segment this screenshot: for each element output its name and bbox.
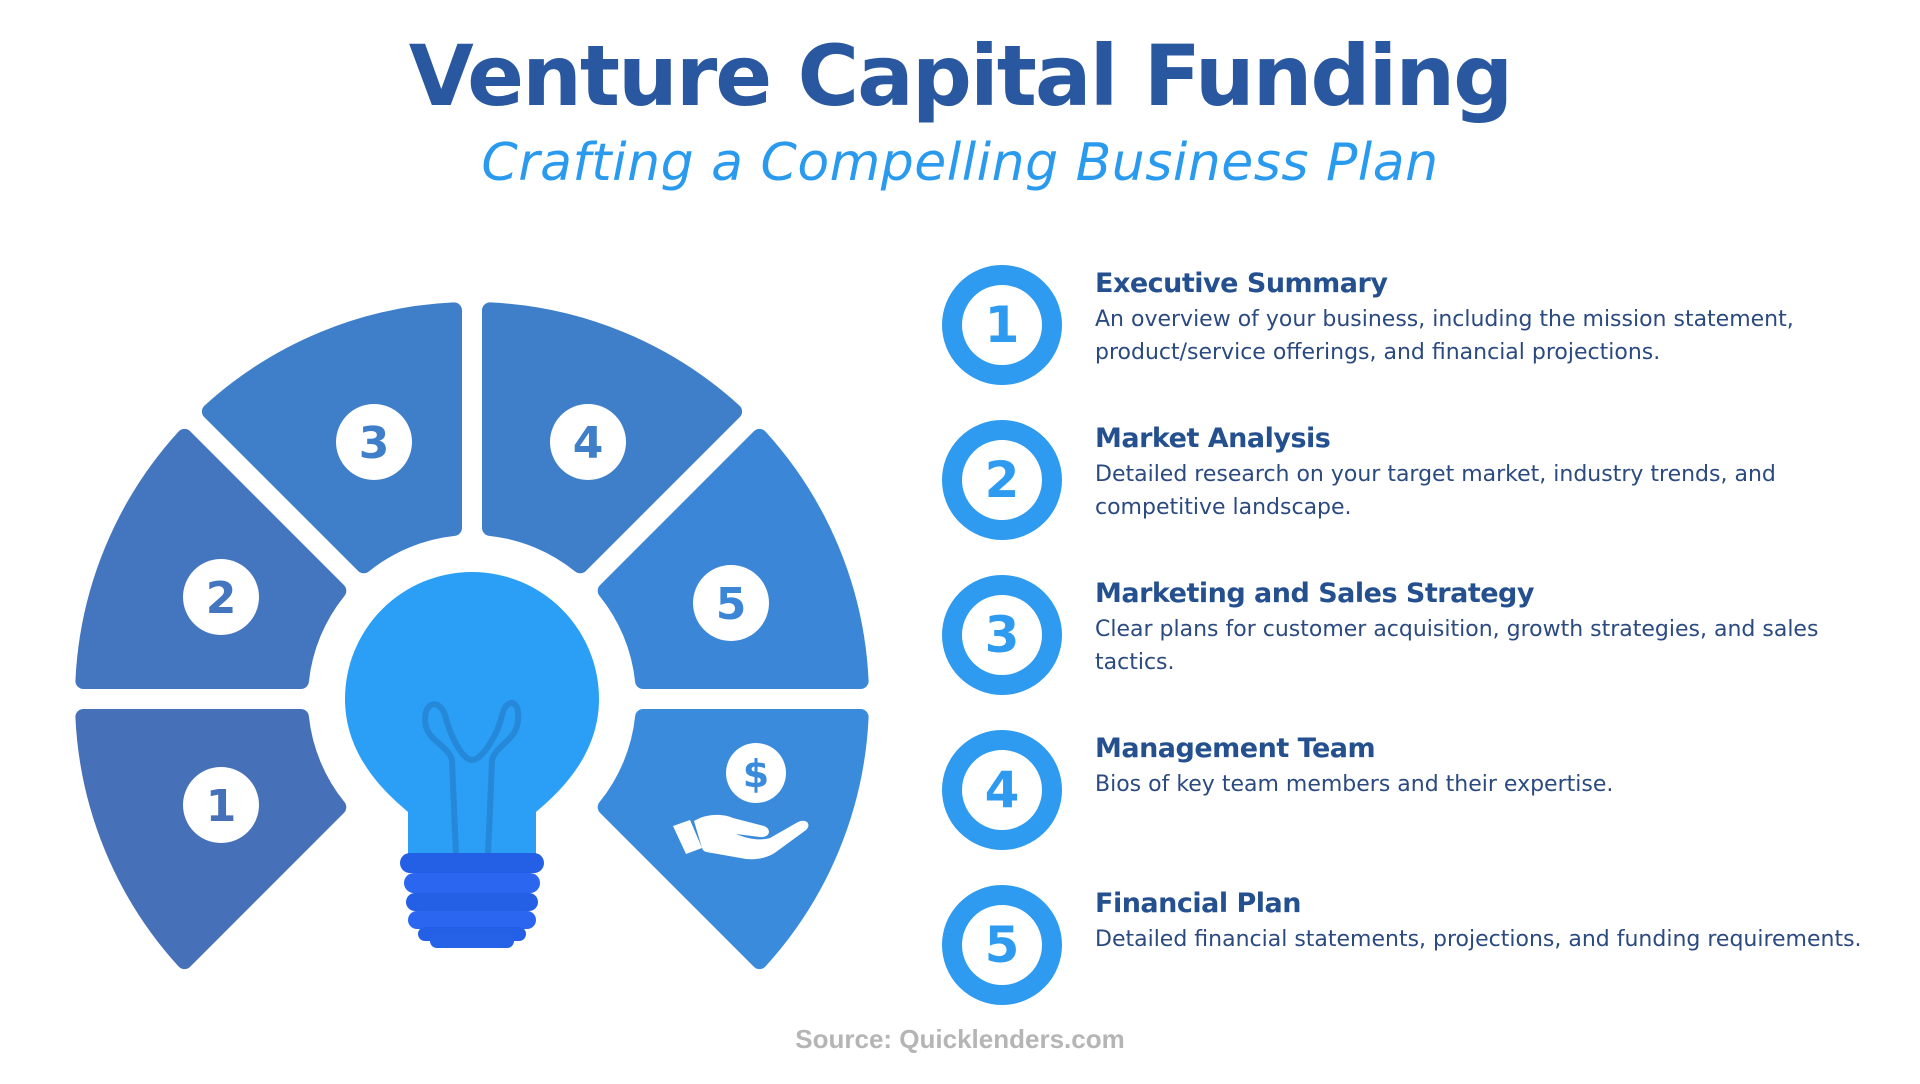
step-item-2: 2 Market Analysis Detailed research on y… [940,420,1900,550]
step-title: Executive Summary [1095,268,1388,299]
page-subtitle: Crafting a Compelling Business Plan [481,133,1439,193]
segment-badge-4: 4 [550,404,626,480]
step-description: Detailed financial statements, projectio… [1095,927,1862,952]
segment-badge-3: 3 [336,404,412,480]
svg-text:4: 4 [573,418,604,469]
step-title: Management Team [1095,733,1376,764]
step-title: Marketing and Sales Strategy [1095,578,1534,609]
step-title: Market Analysis [1095,423,1331,454]
svg-text:$: $ [743,752,769,796]
step-item-5: 5 Financial Plan Detailed financial stat… [940,885,1900,1015]
step-title: Financial Plan [1095,888,1301,919]
source-credit: Source: Quicklenders.com [795,1024,1125,1054]
step-item-1: 1 Executive Summary An overview of your … [940,265,1900,395]
segment-badge-1: 1 [183,767,259,843]
page-title: Venture Capital Funding [408,27,1514,125]
fan-segment-5 [597,428,869,689]
step-description: Detailed research on your target market,… [1095,462,1776,520]
lightbulb-icon [345,572,599,948]
svg-text:2: 2 [206,573,237,624]
steps-list: 1 Executive Summary An overview of your … [940,0,1920,1080]
step-number-badge: 5 [942,885,1062,1005]
step-number-badge: 1 [942,265,1062,385]
step-item-4: 4 Management Team Bios of key team membe… [940,730,1900,860]
fan-segment-3 [201,302,462,574]
step-number-badge: 4 [942,730,1062,850]
fan-segment-2 [75,428,347,689]
svg-text:1: 1 [206,781,237,832]
svg-text:5: 5 [716,579,747,630]
step-number-badge: 3 [942,575,1062,695]
step-description: Clear plans for customer acquisition, gr… [1095,617,1819,675]
step-number-badge: 2 [942,420,1062,540]
segment-badge-2: 2 [183,559,259,635]
svg-text:3: 3 [359,418,390,469]
hand-holding-dollar-icon: $ [673,743,809,860]
step-item-3: 3 Marketing and Sales Strategy Clear pla… [940,575,1900,705]
business-plan-fan-diagram: 1 2 3 4 5 $ [0,0,960,1080]
step-description: An overview of your business, including … [1095,307,1794,365]
step-description: Bios of key team members and their exper… [1095,772,1614,797]
segment-badge-5: 5 [693,565,769,641]
